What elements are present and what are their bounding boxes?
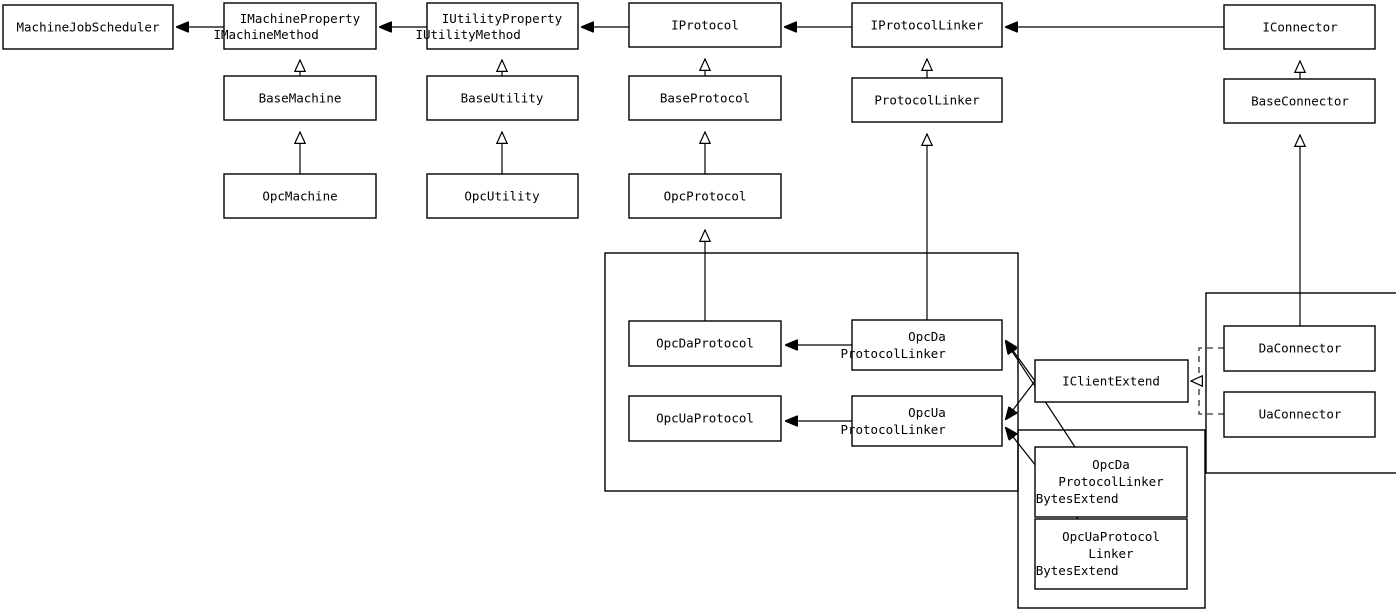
node-opc-da-protocol[interactable]: OpcDaProtocol	[628, 320, 782, 367]
node-iprotocol-linker[interactable]: IProtocolLinker	[851, 2, 1003, 48]
node-protocol-linker[interactable]: ProtocolLinker	[851, 77, 1003, 123]
node-label-base-protocol: BaseProtocol	[660, 91, 750, 106]
realization-edges	[1191, 347, 1224, 415]
node-opc-utility[interactable]: OpcUtility	[426, 173, 579, 219]
node-opc-machine[interactable]: OpcMachine	[223, 173, 377, 219]
node-opc-protocol[interactable]: OpcProtocol	[628, 173, 782, 219]
node-label-da-connector: DaConnector	[1259, 341, 1342, 356]
node-label-opc-da-protocol: OpcDaProtocol	[656, 336, 754, 351]
node-label-machine-job-scheduler: MachineJobScheduler	[17, 20, 160, 35]
node-label-opc-utility: OpcUtility	[464, 189, 540, 204]
node-base-protocol[interactable]: BaseProtocol	[628, 75, 782, 121]
node-base-utility[interactable]: BaseUtility	[426, 75, 579, 121]
generalization-edges	[300, 59, 1300, 326]
node-iprotocol[interactable]: IProtocol	[628, 2, 782, 48]
node-label-iprotocol-linker: IProtocolLinker	[871, 18, 984, 33]
node-machine-job-scheduler[interactable]: MachineJobScheduler	[2, 4, 174, 50]
node-iconnector[interactable]: IConnector	[1223, 4, 1376, 50]
node-label-protocol-linker: ProtocolLinker	[874, 93, 980, 108]
group-rectangles	[604, 252, 1396, 609]
node-iclient-extend[interactable]: IClientExtend	[1034, 359, 1189, 403]
node-label-base-machine: BaseMachine	[259, 91, 342, 106]
node-label-opc-ua-protocol: OpcUaProtocol	[656, 411, 754, 426]
node-label-iprotocol: IProtocol	[671, 18, 739, 33]
group-connector-region	[1205, 292, 1396, 474]
node-base-connector[interactable]: BaseConnector	[1223, 78, 1376, 124]
node-label-iconnector: IConnector	[1262, 20, 1338, 35]
group-bytes-extend-region	[1017, 429, 1206, 609]
edge-uaconnector-iclientextend	[1198, 381, 1224, 415]
node-opc-ua-protocol[interactable]: OpcUaProtocol	[628, 395, 782, 442]
node-da-connector[interactable]: DaConnector	[1223, 325, 1376, 372]
node-label-opc-machine: OpcMachine	[262, 189, 337, 204]
node-base-machine[interactable]: BaseMachine	[223, 75, 377, 121]
group-protocol-linker-region	[604, 252, 1019, 492]
node-label-ua-connector: UaConnector	[1259, 407, 1342, 422]
node-label-iclient-extend: IClientExtend	[1062, 374, 1160, 389]
node-ua-connector[interactable]: UaConnector	[1223, 391, 1376, 438]
node-label-base-connector: BaseConnector	[1251, 94, 1349, 109]
node-label-base-utility: BaseUtility	[461, 91, 544, 106]
edge-iclientextend-opcuaprotocollinker	[1006, 380, 1036, 419]
node-label-opc-protocol: OpcProtocol	[664, 189, 747, 204]
edge-daconnector-iclientextend	[1198, 347, 1224, 381]
